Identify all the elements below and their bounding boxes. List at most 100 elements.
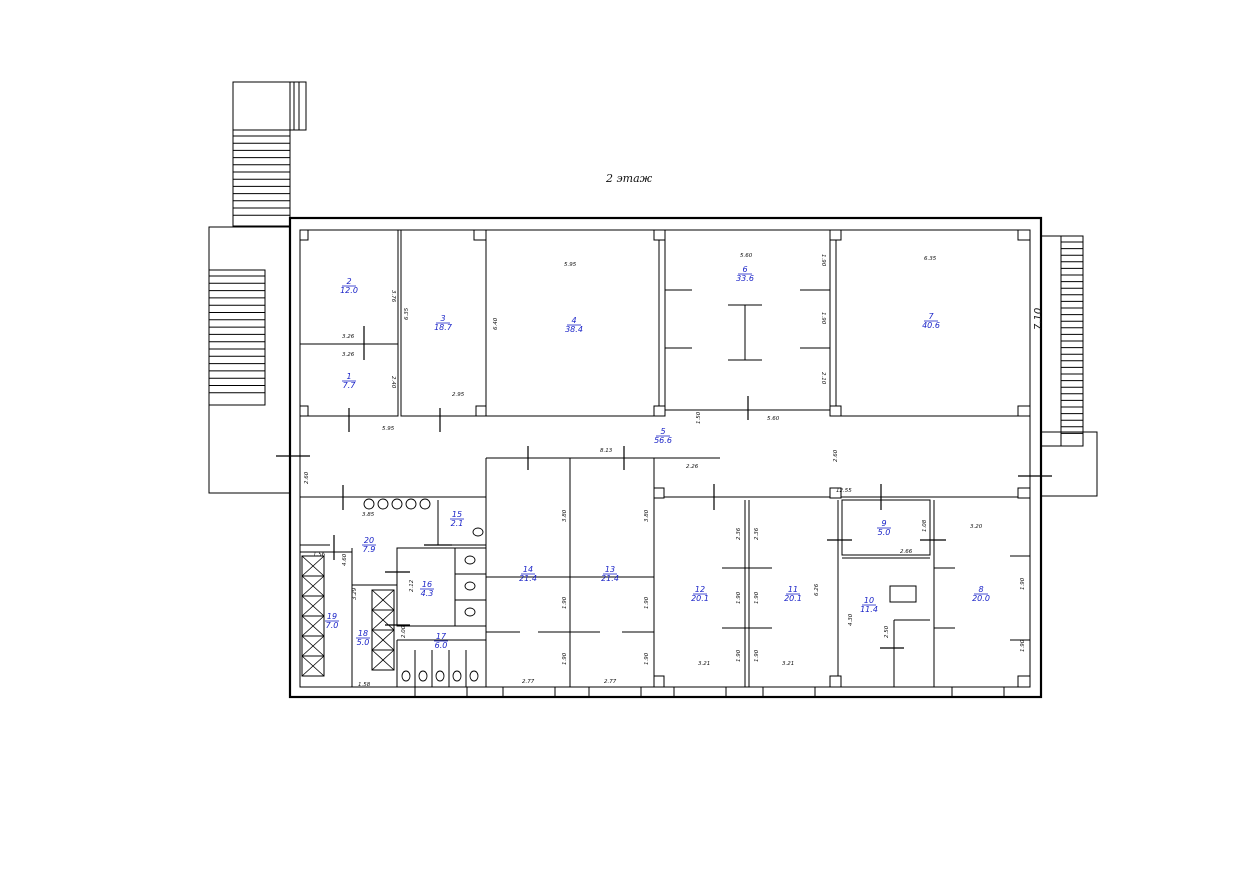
windows-bottom	[414, 686, 1005, 698]
dim-label: 2.77	[522, 679, 535, 685]
dim-label: 2.77	[604, 679, 617, 685]
dim-label: 3.26	[342, 352, 355, 358]
dim-label: 7.10	[1033, 308, 1044, 330]
dim-label: 5.60	[767, 416, 780, 422]
room-label-16: 164.3	[420, 580, 434, 598]
room-area: 6.0	[435, 641, 448, 650]
room-label-1: 17.7	[342, 372, 356, 390]
dim-label: 3.21	[698, 661, 710, 667]
room-area: 18.7	[434, 323, 453, 332]
room-number: 13	[605, 565, 615, 574]
room-area: 33.6	[736, 274, 754, 283]
room-label-20: 207.9	[362, 536, 376, 554]
dim-label: 1.56	[313, 552, 326, 558]
room-number: 8	[978, 585, 983, 594]
sanitary-fixtures	[363, 498, 484, 682]
staircase-left	[208, 226, 291, 494]
columns	[299, 229, 1031, 688]
dim-label: 1.90	[562, 652, 568, 665]
interior-walls	[299, 229, 1031, 687]
room-area: 21.4	[519, 574, 537, 583]
dim-label: 1.90	[562, 596, 568, 609]
room-area: 7.9	[363, 545, 376, 554]
room-area: 38.4	[565, 325, 583, 334]
hatch-line	[301, 555, 325, 577]
room-area: 21.4	[601, 574, 619, 583]
room-area: 20.1	[784, 594, 802, 603]
room-number: 20	[364, 536, 374, 545]
dim-label: 5.95	[382, 426, 395, 432]
room-labels: 17.7212.0318.7438.4556.6633.6740.6820.09…	[325, 265, 990, 650]
room-area: 56.6	[654, 436, 672, 445]
room-area: 4.3	[421, 589, 434, 598]
room-area: 2.1	[451, 519, 464, 528]
dim-label: 8.13	[600, 448, 613, 454]
room-number: 9	[881, 519, 886, 528]
hatch-line	[371, 589, 395, 611]
dim-label: 3.29	[352, 587, 358, 600]
dim-label: 2.36	[736, 527, 742, 540]
hatch-line	[301, 575, 325, 597]
dim-label: 2.95	[452, 392, 465, 398]
dim-label: 4.30	[848, 613, 854, 626]
dim-label: 3.26	[342, 334, 355, 340]
dim-label: 2.50	[884, 625, 890, 638]
room-area: 7.0	[326, 621, 339, 630]
dim-label: 3.20	[970, 524, 983, 530]
hatch-line	[371, 609, 395, 631]
room-label-3: 318.7	[434, 314, 453, 332]
room-label-7: 740.6	[922, 312, 940, 330]
room-number: 6	[742, 265, 747, 274]
room-label-5: 556.6	[654, 427, 672, 445]
hatch-line	[301, 615, 325, 637]
dim-label: 2.10	[820, 372, 826, 385]
room-area: 5.0	[878, 528, 891, 537]
room-label-6: 633.6	[736, 265, 754, 283]
dim-label: 5.95	[564, 262, 577, 268]
shower-panels	[301, 555, 395, 677]
hatch-line	[371, 649, 395, 671]
dim-label: 1.90	[736, 649, 742, 662]
dim-label: 1.90	[736, 591, 742, 604]
room-label-17: 176.0	[434, 632, 448, 650]
room-area: 20.1	[691, 594, 709, 603]
dim-label: 4.60	[342, 553, 348, 566]
dim-label: 3.85	[362, 512, 375, 518]
staircase-top-left	[232, 81, 307, 227]
dim-label: 3.80	[644, 509, 650, 522]
dim-label: 1.90	[820, 254, 826, 267]
room-label-9: 95.0	[877, 519, 891, 537]
dim-label: 6.40	[493, 317, 499, 330]
floor-title: 2 этаж	[605, 172, 653, 185]
wall-ticks	[276, 326, 1052, 649]
dimension-labels: 3.76 3.26 3.26 2.40 6.35 2.95 6.40 5.95 …	[304, 253, 1044, 688]
room-number: 5	[660, 427, 665, 436]
room-number: 15	[452, 510, 462, 519]
staircase-right	[1040, 235, 1098, 497]
hatch-cell	[301, 655, 325, 677]
hatch-line	[301, 595, 325, 617]
dim-label: 1.90	[644, 596, 650, 609]
room-number: 4	[571, 316, 576, 325]
dim-label: 3.21	[782, 661, 794, 667]
dim-label: 1.50	[696, 411, 702, 424]
room-area: 5.0	[357, 638, 370, 647]
room-number: 16	[422, 580, 432, 589]
dim-label: 12.55	[836, 488, 852, 494]
room-area: 40.6	[922, 321, 940, 330]
room-label-18: 185.0	[356, 629, 370, 647]
dim-label: 6.26	[814, 583, 820, 596]
room-number: 1	[346, 372, 351, 381]
dim-label: 2.36	[754, 527, 760, 540]
dim-label: 2.40	[390, 376, 396, 389]
room-number: 18	[358, 629, 368, 638]
room-number: 12	[695, 585, 705, 594]
room-label-4: 438.4	[565, 316, 583, 334]
dim-label: 5.60	[740, 253, 753, 259]
dim-label: 1.90	[1020, 639, 1026, 652]
